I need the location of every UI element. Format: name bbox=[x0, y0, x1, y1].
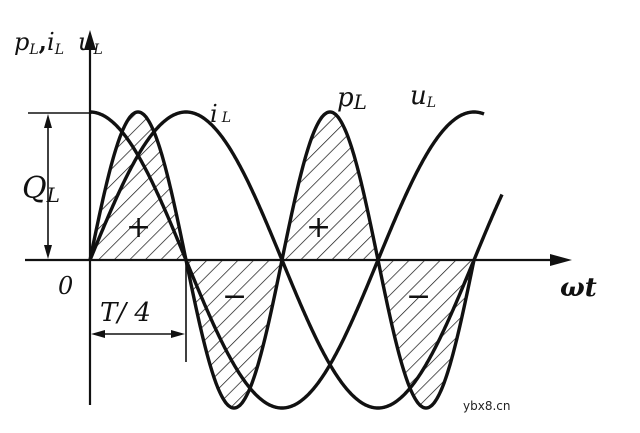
quarter-period-label: T/ 4 bbox=[100, 298, 151, 328]
power-hatch-lobe-4 bbox=[378, 260, 474, 408]
quarter-period-arrow-left bbox=[91, 330, 105, 338]
current-curve-iL bbox=[88, 110, 504, 410]
x-axis-label: ωt bbox=[560, 273, 597, 303]
amplitude-arrow-up bbox=[44, 114, 52, 128]
origin-label: 0 bbox=[58, 272, 73, 300]
watermark-text: ybx8.cn bbox=[463, 399, 510, 413]
power-curve-pL bbox=[88, 110, 476, 410]
y-axis-arrow bbox=[84, 30, 96, 50]
amplitude-label: QL bbox=[22, 171, 60, 207]
amplitude-arrow-down bbox=[44, 245, 52, 259]
negative-area-sign-2: − bbox=[406, 279, 431, 314]
power-hatch-lobe-3 bbox=[282, 112, 378, 260]
curve-label-pL: pL bbox=[337, 83, 367, 114]
positive-area-sign-1: + bbox=[126, 210, 151, 245]
negative-area-sign-1: − bbox=[222, 279, 247, 314]
positive-area-sign-2: + bbox=[306, 210, 331, 245]
power-hatch-lobe-1 bbox=[90, 112, 186, 260]
curve-label-uL: uL bbox=[410, 81, 436, 111]
x-axis-arrow bbox=[550, 254, 572, 266]
voltage-curve-uL bbox=[90, 110, 485, 410]
power-hatch-lobe-2 bbox=[186, 260, 282, 408]
quarter-period-arrow-right bbox=[171, 330, 185, 338]
power-hatch-areas bbox=[90, 112, 474, 408]
